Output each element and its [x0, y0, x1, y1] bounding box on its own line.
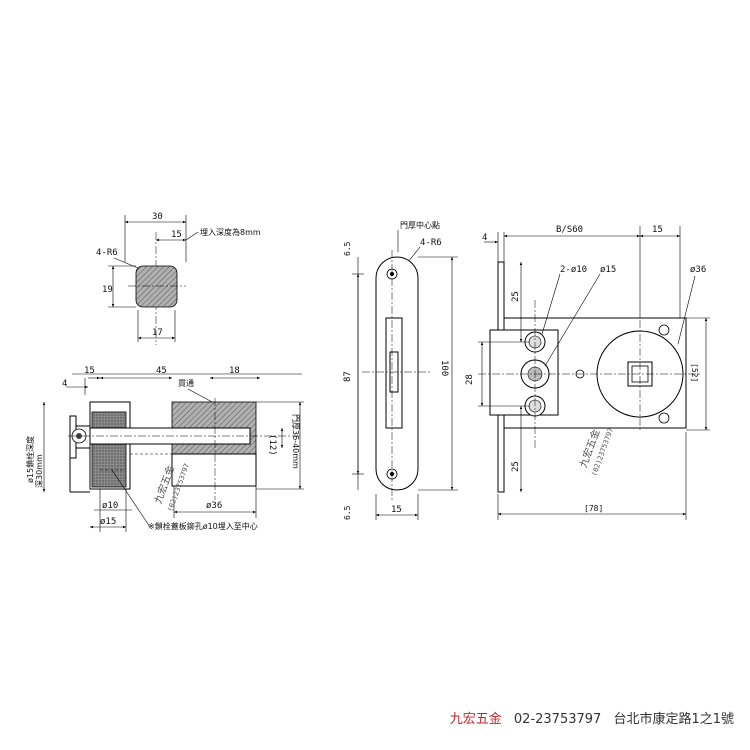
strike-plate — [375, 256, 419, 491]
footer-phone: 02-23753797 — [513, 712, 602, 727]
lock-dim-phi15: ø15 — [600, 265, 616, 275]
strike-radius: 4-R6 — [420, 238, 442, 248]
footer-brand: 九宏五金 — [449, 712, 502, 727]
lock-dim-phi36: ø36 — [690, 265, 706, 275]
lock-dim-15: 15 — [652, 225, 663, 235]
side-bottom-note: ※鎖栓蓋板鉚孔ø10埋入至中心 — [148, 521, 258, 531]
side-dim-4: 4 — [62, 379, 67, 389]
side-dim-phi15: ø15 — [100, 517, 116, 527]
side-dim-18: 18 — [229, 366, 240, 376]
side-door-thickness: 門厚36-40mm — [291, 414, 300, 469]
side-dim-15: 15 — [84, 366, 95, 376]
footer-address: 台北市康定路1之1號 — [613, 712, 734, 727]
strike-dim-87: 87 — [343, 371, 353, 382]
strike-plate-view: 門厚中心點 4-R6 6.5 87 100 6.5 15 — [343, 220, 458, 520]
side-left-note-1: ø15鎖栓深度 — [25, 436, 35, 483]
lock-dim-28: 28 — [465, 374, 475, 385]
strike-dim-bottom: 6.5 — [343, 505, 352, 520]
lock-dim-bs: B/S60 — [556, 225, 583, 235]
lock-dim-52: [52] — [690, 363, 699, 382]
strike-dim-width: 15 — [391, 505, 402, 515]
top-square-recess — [135, 265, 178, 308]
strike-slot — [385, 317, 403, 429]
top-note-embed: 埋入深度為8mm — [200, 227, 261, 237]
lock-dim-25-bottom: 25 — [511, 461, 521, 472]
side-dim-phi10: ø10 — [102, 501, 118, 511]
footer-contact: 九宏五金 02-23753797 台北市康定路1之1號 — [450, 708, 734, 727]
top-view: 30 15 埋入深度為8mm 4-R6 19 17 — [96, 212, 261, 345]
lock-dim-78: [78] — [584, 504, 603, 513]
side-left-note-2: 深30mm — [35, 454, 44, 488]
side-latch-body-section — [91, 411, 127, 488]
top-dim-bottom: 17 — [152, 328, 163, 338]
strike-label-center: 門厚中心點 — [400, 220, 440, 230]
side-label-through: 貫通 — [178, 378, 194, 388]
lock-body-view: 4 B/S60 15 2-ø10 ø15 — [465, 225, 710, 520]
top-radius: 4-R6 — [96, 248, 118, 258]
side-dim-12: (12) — [267, 434, 277, 456]
lock-holes: 2-ø10 — [560, 265, 587, 275]
side-section-view: 4 15 45 18 貫通 (12) 門厚36-40mm — [25, 366, 304, 532]
lock-dim-4: 4 — [482, 233, 487, 243]
top-dim-height: 19 — [102, 285, 113, 295]
side-dim-45: 45 — [156, 366, 167, 376]
top-dim-width: 30 — [152, 212, 163, 222]
strike-dim-100: 100 — [439, 360, 449, 376]
side-dim-phi36: ø36 — [206, 501, 222, 511]
lock-dim-25-top: 25 — [511, 291, 521, 302]
strike-dim-top: 6.5 — [343, 241, 352, 256]
top-dim-half: 15 — [171, 230, 182, 240]
